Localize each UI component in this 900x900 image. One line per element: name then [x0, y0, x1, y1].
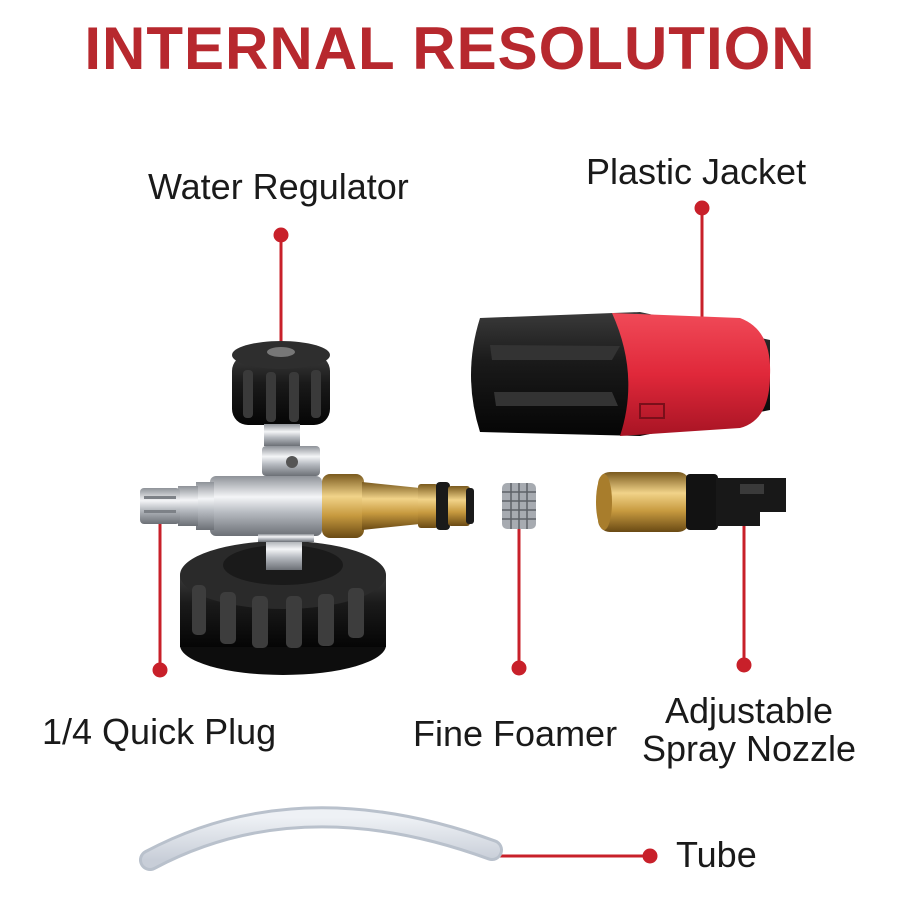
spray-nozzle — [596, 472, 786, 532]
label-fine-foamer: Fine Foamer — [413, 713, 618, 754]
label-spray-nozzle-line2: Spray Nozzle — [641, 727, 857, 769]
leader-dot-fine-foamer — [511, 660, 527, 676]
leader-dot-spray-nozzle — [736, 657, 752, 673]
fine-foamer-mesh — [502, 483, 536, 529]
leader-dot-quick-plug — [152, 662, 168, 678]
leader-dot-tube — [642, 848, 658, 864]
leader-dot-plastic-jacket — [694, 200, 710, 216]
diagram-title: INTERNAL RESOLUTION — [84, 15, 816, 82]
valve-body — [140, 424, 322, 542]
leader-dot-water-regulator — [273, 227, 289, 243]
label-quick-plug: 1/4 Quick Plug — [42, 711, 277, 752]
leader-lines — [152, 200, 752, 864]
label-tube: Tube — [676, 834, 757, 875]
tube — [139, 806, 503, 871]
brass-connector — [322, 474, 474, 538]
label-spray-nozzle-line1: Adjustable — [664, 690, 834, 731]
bottle-cap — [180, 538, 386, 675]
plastic-jacket — [471, 312, 771, 436]
regulator-knob — [232, 341, 330, 425]
label-spray-nozzle: Adjustable Spray Nozzle — [640, 692, 858, 768]
label-plastic-jacket: Plastic Jacket — [586, 151, 807, 192]
label-water-regulator: Water Regulator — [148, 166, 409, 207]
